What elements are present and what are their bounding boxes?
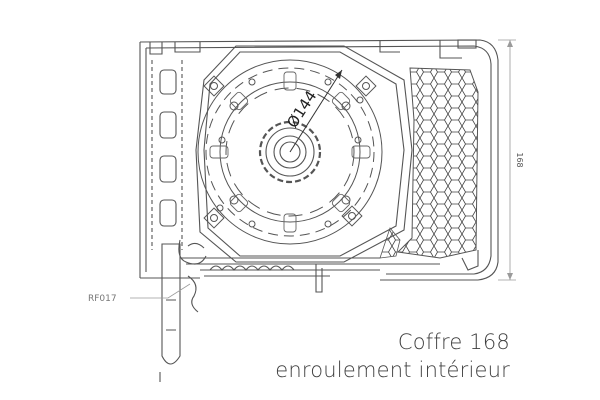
diameter-dimension	[289, 69, 343, 153]
axle-gear	[258, 120, 322, 184]
insulation-honeycomb	[379, 67, 479, 259]
mounting-screws	[203, 75, 377, 229]
part-reference-leader	[130, 283, 191, 299]
height-dimension	[498, 39, 516, 281]
roller-disc	[197, 59, 383, 245]
diameter-label: Ø144	[283, 87, 320, 131]
bottom-rail	[178, 239, 440, 293]
end-cap-plate	[195, 45, 413, 263]
caption-title: Coffre 168	[397, 330, 510, 354]
shutter-slat	[159, 243, 199, 382]
housing-frame	[139, 39, 499, 281]
caption-subtitle: enroulement intérieur	[275, 358, 510, 382]
height-label: 168	[515, 152, 524, 167]
part-reference-label: RF017	[88, 294, 117, 304]
